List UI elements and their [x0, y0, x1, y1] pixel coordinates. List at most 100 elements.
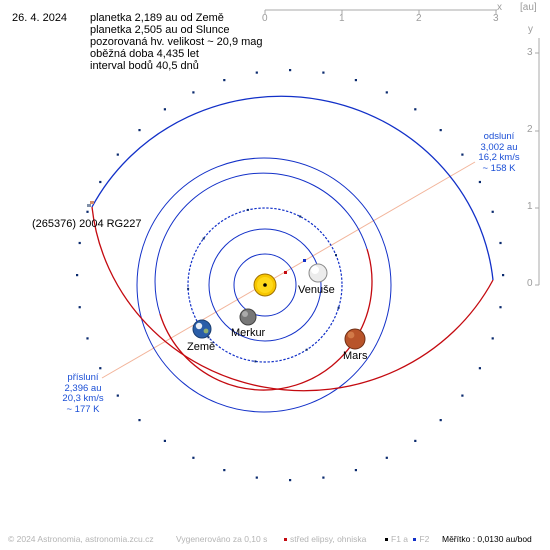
orbit-point [192, 91, 195, 94]
orbit-point [99, 367, 102, 370]
legend-f2-swatch [413, 538, 417, 542]
legend-center-text: střed elipsy, ohniska [290, 534, 367, 544]
orbit-point [414, 108, 417, 111]
asteroid-label: (265376) 2004 RG227 [32, 218, 142, 230]
orbit-point [254, 360, 257, 363]
orbit-point [246, 208, 249, 211]
orbit-point [322, 476, 325, 479]
y-scale-ruler [535, 38, 540, 286]
orbit-point [478, 180, 481, 184]
orbit-point [78, 306, 81, 309]
orbit-point [461, 394, 464, 397]
footer-legend-foci: F1 a F2 [385, 534, 429, 544]
earth-planet [192, 319, 212, 339]
focus-f2-marker [303, 259, 306, 262]
orbit-point [439, 419, 442, 422]
orbit-point [116, 153, 119, 156]
orbit-point [187, 287, 190, 290]
orbit-point [116, 394, 119, 397]
date-label: 26. 4. 2024 [12, 12, 68, 24]
orbit-point [354, 469, 357, 472]
mercury-planet [239, 308, 257, 326]
orbit-point [499, 306, 502, 309]
x-tick-label: 3 [493, 13, 499, 24]
y-tick-label: 3 [527, 47, 533, 58]
orbit-point [289, 479, 292, 482]
aphelion-title: odsluní [483, 131, 515, 142]
venus-planet [308, 263, 328, 283]
info-line: planetka 2,505 au od Slunce [90, 24, 230, 36]
mars-planet [344, 328, 366, 350]
orbit-point [289, 69, 292, 72]
perihelion-title: přísluní [67, 372, 99, 383]
orbit-point [385, 456, 388, 459]
venus-label: Venuše [298, 284, 335, 296]
y-axis-label: y [528, 24, 533, 35]
orbit-point [385, 91, 388, 94]
info-block: planetka 2,189 au od Země planetka 2,505… [90, 12, 263, 72]
orbit-point [337, 306, 340, 309]
orbit-point [322, 71, 325, 74]
earth-orbit [187, 207, 343, 363]
legend-f1-swatch [385, 538, 388, 542]
aphelion-speed: 16,2 km/s [478, 152, 520, 163]
aphelion-note: odsluní 3,002 au 16,2 km/s ~ 158 K [470, 131, 528, 174]
orbit-point [491, 210, 494, 213]
orbit-point [491, 337, 494, 340]
ellipse-center-marker [284, 271, 287, 274]
info-line: interval bodů 40,5 dnů [90, 60, 199, 72]
perihelion-note: přísluní 2,396 au 20,3 km/s ~ 177 K [54, 372, 112, 415]
asteroid-orbit-red [91, 206, 494, 392]
aphelion-distance: 3,002 au [480, 141, 518, 153]
orbit-point [299, 215, 302, 218]
orbit-point [223, 469, 226, 472]
orbit-point [305, 348, 308, 351]
legend-f1-text: F1 [391, 534, 401, 544]
footer-generated: Vygenerováno za 0,10 s [176, 534, 268, 544]
x-tick-label: 1 [339, 13, 345, 24]
apsidal-line [101, 161, 476, 379]
orbit-point [223, 79, 226, 82]
orbit-point [478, 367, 481, 370]
legend-center-swatch [284, 538, 287, 542]
orbit-point [414, 439, 417, 442]
footer-scale: Měřítko : 0,0130 au/bod [442, 534, 532, 544]
perihelion-temperature: ~ 177 K [66, 403, 100, 415]
mercury-label: Merkur [231, 327, 266, 339]
orbit-point [163, 108, 166, 111]
x-tick-label: 0 [262, 13, 268, 24]
orbit-point [439, 129, 442, 132]
orbit-point [76, 274, 79, 277]
orbit-point [99, 180, 102, 184]
orbit-point [207, 336, 210, 339]
orbit-point [499, 241, 502, 245]
mars-label: Mars [343, 350, 368, 362]
earth-label: Země [187, 341, 216, 353]
orbit-point [502, 274, 505, 277]
orbit-point [335, 254, 337, 257]
orbit-point [202, 237, 205, 240]
asteroid-marker [87, 201, 94, 207]
perihelion-speed: 20,3 km/s [62, 393, 104, 404]
orbit-point [255, 71, 258, 74]
mars-orbit-red [159, 248, 373, 391]
mercury-orbit [233, 253, 297, 317]
mars-orbit-blue [154, 172, 368, 315]
orbit-point [138, 129, 141, 132]
footer-copyright: © 2024 Astronomia, astronomia.zcu.cz [8, 534, 154, 544]
info-line: oběžná doba 4,435 let [90, 48, 199, 60]
info-line: planetka 2,189 au od Země [90, 12, 224, 24]
earth-orbit-outer [136, 157, 392, 413]
orbit-point [163, 439, 166, 442]
x-scale-ruler [264, 9, 497, 14]
aphelion-temperature: ~ 158 K [482, 162, 516, 174]
x-axis-label: x [497, 2, 502, 13]
x-tick-label: 2 [416, 13, 422, 24]
orbit-point-markers [76, 69, 505, 482]
asteroid-orbit-blue [91, 95, 494, 281]
y-tick-label: 2 [527, 124, 533, 135]
orbit-point [78, 241, 81, 245]
legend-a-text: a [403, 534, 409, 544]
